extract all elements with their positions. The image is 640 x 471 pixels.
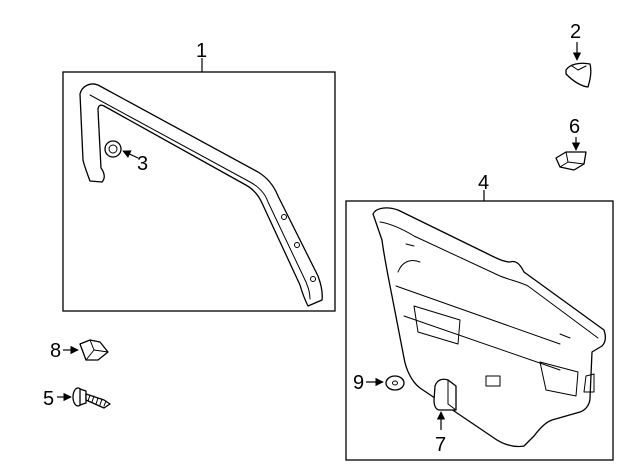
clip-part-3: 3 <box>104 140 148 175</box>
callout-7: 7 <box>435 434 446 456</box>
bracket-part-6: 6 <box>555 116 587 171</box>
callout-2: 2 <box>570 21 581 43</box>
callout-1: 1 <box>196 40 207 62</box>
clip-part-8: 8 <box>50 339 109 362</box>
group-box-1: 1 <box>62 40 336 312</box>
washer-part-9: 9 <box>353 372 405 394</box>
liftgate-trim-panel-part <box>372 207 606 448</box>
callout-5: 5 <box>43 388 54 410</box>
group-box-4: 4 <box>345 172 614 461</box>
screw-part-5: 5 <box>43 387 111 410</box>
pillar-trim-part <box>79 83 323 307</box>
callout-3: 3 <box>137 153 148 175</box>
clip-part-2: 2 <box>565 21 592 88</box>
callout-6: 6 <box>569 116 580 138</box>
callout-4: 4 <box>478 172 489 194</box>
callout-8: 8 <box>50 340 61 362</box>
cover-part-7: 7 <box>433 378 457 456</box>
callout-9: 9 <box>353 372 364 394</box>
